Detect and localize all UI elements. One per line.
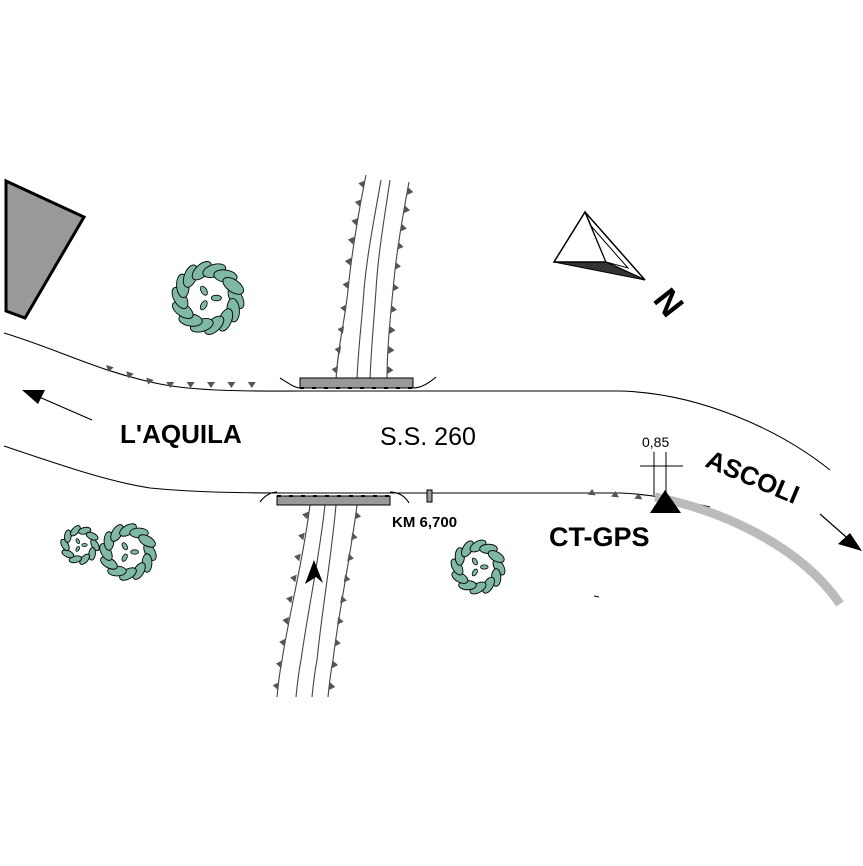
- hatch-mark: [186, 382, 195, 388]
- hatch-mark: [344, 257, 352, 266]
- stream-north-channel-a: [356, 179, 382, 381]
- hatch-mark: [166, 382, 175, 388]
- km-marker-post: [426, 489, 433, 503]
- hatch-mark: [328, 682, 336, 691]
- label-laquila: L'AQUILA: [120, 419, 242, 449]
- hatch-mark: [392, 283, 399, 292]
- stream-south-left-bank: [276, 504, 311, 698]
- hatch-mark: [389, 326, 396, 334]
- direction-arrow-icon-east: [819, 513, 862, 551]
- tree-icon: [171, 261, 245, 335]
- trees: [60, 261, 506, 595]
- building: [4, 178, 87, 320]
- label-road-name: S.S. 260: [380, 423, 476, 451]
- hatch-mark: [587, 489, 596, 496]
- road-edge-north: [3, 332, 831, 471]
- hatch-mark: [286, 595, 293, 604]
- hatch-mark: [337, 616, 344, 625]
- label-ascoli: ASCOLI: [702, 444, 804, 510]
- hatch-mark: [279, 638, 286, 647]
- hatch-mark: [334, 638, 341, 647]
- hatch-mark: [282, 616, 289, 625]
- direction-arrow-icon-west: [22, 390, 93, 421]
- hatch-mark: [354, 511, 362, 520]
- hatch-mark: [337, 326, 345, 334]
- hatch-mark: [354, 199, 362, 208]
- north-arrow-icon: [552, 210, 646, 281]
- flow-direction-arrow-icon: [305, 560, 323, 584]
- dimension-label: 0,85: [642, 434, 669, 450]
- bridge-north: [279, 376, 437, 389]
- hatch-mark: [406, 187, 414, 196]
- hatch-mark: [290, 574, 297, 583]
- hatch-mark: [403, 205, 411, 214]
- tree-icon: [99, 523, 157, 581]
- road-edge-south: [3, 445, 711, 508]
- embankment-hatch-road-east: [587, 489, 643, 500]
- hatch-mark: [146, 377, 154, 385]
- hatch-mark: [340, 304, 347, 313]
- hatch-mark: [340, 595, 347, 604]
- gps-station-triangle-icon: [650, 490, 681, 513]
- map-tick: [593, 595, 600, 598]
- hatch-mark: [611, 491, 619, 498]
- stream-north-channel-b: [369, 179, 391, 381]
- north-label: N: [646, 282, 691, 325]
- hatch-mark: [227, 382, 236, 388]
- hatch-mark: [634, 493, 643, 500]
- hatch-mark: [331, 660, 339, 669]
- label-km-marker: KM 6,700: [392, 514, 457, 531]
- hatch-mark: [388, 346, 395, 354]
- hatch-mark: [350, 532, 358, 541]
- hatch-mark: [294, 553, 301, 562]
- bridge-south: [259, 491, 410, 506]
- hatch-mark: [247, 382, 256, 388]
- hatch-mark: [331, 366, 339, 374]
- hatch-mark: [347, 553, 354, 562]
- stream-north-bank-hatch: [331, 180, 414, 374]
- stream-south-channel-a: [295, 504, 326, 698]
- hatch-mark: [347, 236, 355, 245]
- embankment-hatch-road-west: [106, 364, 256, 388]
- hatch-mark: [207, 382, 215, 388]
- hatch-mark: [334, 346, 342, 354]
- hatch-mark: [390, 305, 397, 314]
- hatch-mark: [106, 364, 114, 372]
- hatch-mark: [351, 217, 358, 226]
- hatch-mark: [342, 281, 349, 289]
- stream-south-bank-hatch: [272, 511, 362, 691]
- hatch-mark: [275, 660, 283, 669]
- label-station: CT-GPS: [549, 522, 650, 552]
- tree-icon: [60, 525, 100, 565]
- hatch-mark: [298, 532, 305, 541]
- hatch-mark: [387, 366, 394, 374]
- hatch-mark: [343, 574, 351, 583]
- tree-icon: [450, 539, 506, 595]
- stream-south-channel-b: [311, 504, 337, 698]
- road-shoulder-east: [654, 492, 844, 607]
- hatch-mark: [396, 241, 404, 250]
- hatch-mark: [272, 682, 280, 691]
- dimension-line: [640, 452, 683, 495]
- hatch-mark: [394, 261, 401, 270]
- hatch-mark: [358, 180, 365, 189]
- hatch-mark: [302, 511, 309, 520]
- hatch-mark: [126, 371, 134, 379]
- hatch-mark: [400, 223, 407, 232]
